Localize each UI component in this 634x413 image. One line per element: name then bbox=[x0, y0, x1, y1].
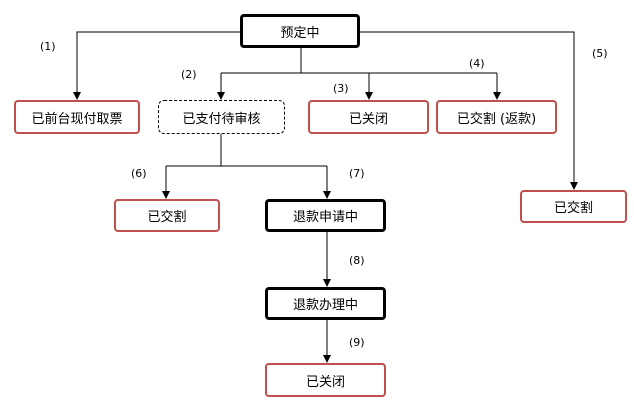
node-settled-right: 已交割 bbox=[520, 190, 627, 223]
connector-1 bbox=[73, 31, 240, 100]
step-label-6: (6) bbox=[131, 167, 147, 180]
step-label-7: (7) bbox=[349, 167, 365, 180]
step-label-9: (9) bbox=[349, 336, 365, 349]
node-reserving: 预定中 bbox=[240, 14, 360, 48]
step-label-3: (3) bbox=[333, 82, 349, 95]
node-refund-applying: 退款申请中 bbox=[265, 199, 386, 232]
node-settled-left: 已交割 bbox=[114, 199, 220, 232]
node-paid-pending-review: 已支付待审核 bbox=[158, 100, 285, 134]
step-label-1: (1) bbox=[40, 40, 56, 53]
step-label-8: (8) bbox=[349, 254, 365, 267]
step-label-2: (2) bbox=[181, 68, 197, 81]
node-settled-refund: 已交割 (返款) bbox=[436, 100, 557, 134]
step-label-5: (5) bbox=[592, 47, 608, 60]
connector-5 bbox=[360, 31, 578, 190]
node-refund-processing: 退款办理中 bbox=[265, 287, 386, 320]
node-closed-top: 已关闭 bbox=[308, 100, 429, 134]
step-label-4: (4) bbox=[469, 57, 485, 70]
node-closed-bottom: 已关闭 bbox=[265, 363, 386, 397]
node-paid-at-desk: 已前台现付取票 bbox=[14, 100, 140, 134]
